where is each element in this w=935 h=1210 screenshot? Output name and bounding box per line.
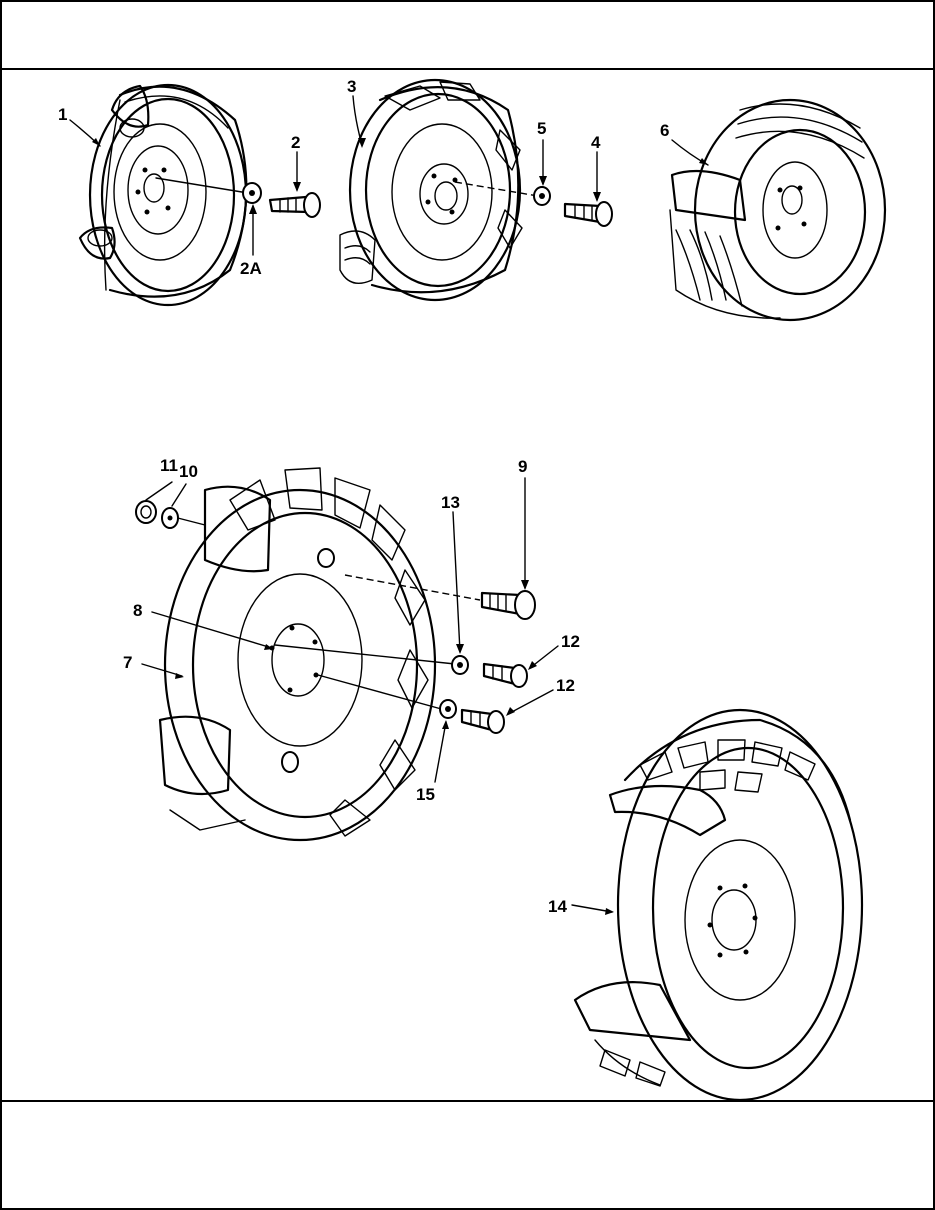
wheel-tractor-3 (339, 78, 539, 302)
callout-2: 2 (291, 133, 300, 152)
leader-lines (69, 95, 709, 915)
wheel-block-14 (573, 708, 864, 1102)
callout-14: 14 (548, 897, 567, 916)
callout-2a: 2A (240, 259, 262, 278)
callout-labels: 1 2 2A 3 4 5 6 7 8 9 10 11 12 12 13 14 1… (58, 77, 669, 916)
callout-12-lower: 12 (556, 676, 575, 695)
callout-12-upper: 12 (561, 632, 580, 651)
callout-7: 7 (123, 653, 132, 672)
callout-5: 5 (537, 119, 546, 138)
nut-11 (135, 500, 157, 524)
washer-5 (533, 186, 551, 206)
washer-10 (161, 507, 179, 529)
bolt-2 (242, 182, 321, 218)
callout-10: 10 (179, 462, 198, 481)
bolt-12-lower (460, 708, 505, 734)
wheel-lug-7 (158, 467, 481, 842)
washer-15 (439, 699, 457, 719)
callout-8: 8 (133, 601, 142, 620)
wheel-weighted-1 (78, 83, 249, 307)
wheel-ribbed-6 (669, 98, 887, 322)
callout-6: 6 (660, 121, 669, 140)
bolt-4 (563, 201, 613, 227)
washer-13 (451, 655, 469, 675)
callout-1: 1 (58, 105, 67, 124)
callout-15: 15 (416, 785, 435, 804)
callout-13: 13 (441, 493, 460, 512)
callout-11: 11 (160, 456, 178, 475)
bolt-12-upper (482, 662, 528, 688)
callout-9: 9 (518, 457, 527, 476)
callout-4: 4 (591, 133, 601, 152)
callout-3: 3 (347, 77, 356, 96)
bolt-9 (480, 590, 536, 620)
